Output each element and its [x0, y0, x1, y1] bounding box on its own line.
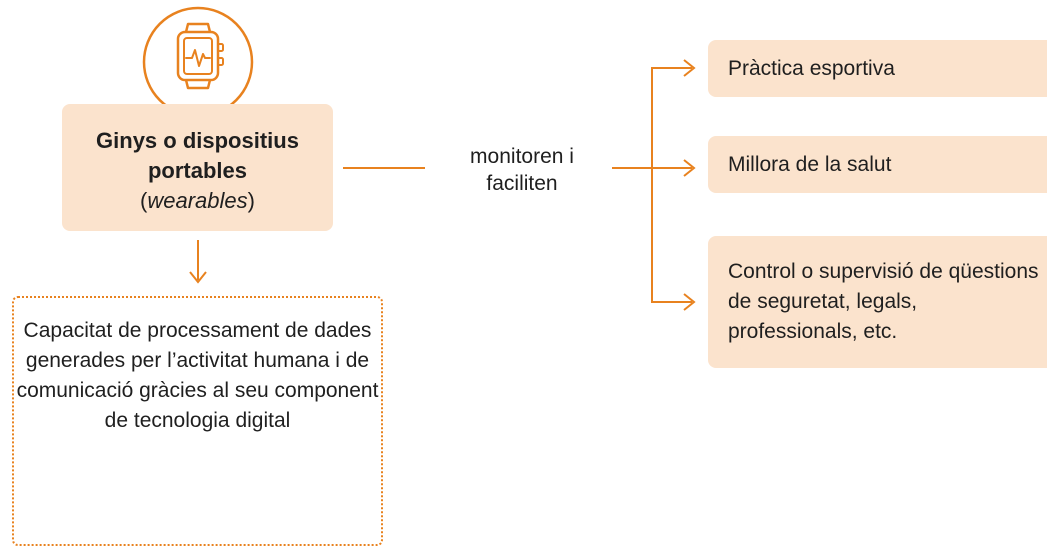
arrowhead-down-icon: [189, 271, 207, 284]
bottom-node-capacitat: Capacitat de processament de dades gener…: [16, 319, 379, 432]
main-node-subtitle: (wearables): [140, 186, 255, 216]
node-label: Millora de la salut: [728, 152, 892, 176]
arrowhead-right-icon: [683, 159, 696, 177]
subtitle-close-paren: ): [247, 187, 255, 213]
connector-lines: [189, 59, 696, 311]
connector-label: monitoren i faciliten: [432, 143, 612, 197]
node-control-supervisio: Control o supervisió de qüestions de seg…: [708, 236, 1047, 368]
main-node-wearables: Ginys o dispositius portables (wearables…: [62, 104, 333, 231]
node-label: Pràctica esportiva: [728, 56, 895, 80]
main-node-title: Ginys o dispositius portables: [96, 127, 299, 183]
arrowhead-right-icon: [683, 293, 696, 311]
arrowhead-right-icon: [683, 59, 696, 77]
node-label: Control o supervisió de qüestions de seg…: [728, 260, 1039, 343]
node-millora-salut: Millora de la salut: [708, 136, 1047, 193]
node-practica-esportiva: Pràctica esportiva: [708, 40, 1047, 97]
smartwatch-heartbeat-icon: [142, 6, 254, 118]
subtitle-open-paren: (: [140, 187, 148, 213]
subtitle-wearables: wearables: [147, 187, 248, 213]
